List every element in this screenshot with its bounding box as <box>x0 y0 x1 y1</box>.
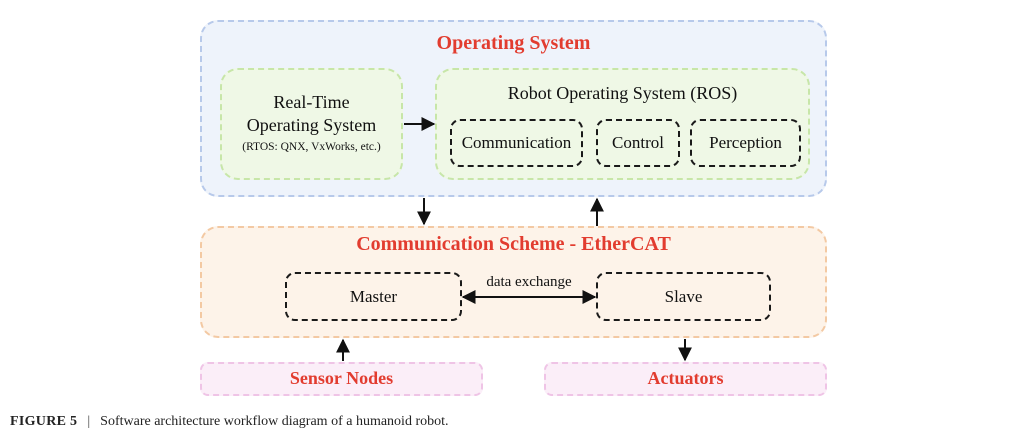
actuators-box <box>544 362 827 396</box>
caption-separator: | <box>87 414 91 429</box>
slave-node: Slave <box>596 272 771 321</box>
sensor-nodes-box <box>200 362 483 396</box>
operating-system-title: Operating System <box>436 32 591 54</box>
ros-box <box>435 68 810 180</box>
rtos-title-line1: Real-Time <box>273 92 350 112</box>
ros-module-control: Control <box>596 119 680 167</box>
rtos-subtitle: (RTOS: QNX, VxWorks, etc.) <box>242 141 381 153</box>
communication-scheme-title: Communication Scheme - EtherCAT <box>356 233 671 255</box>
flow-arrows <box>336 117 692 362</box>
ros-module-communication: Communication <box>450 119 583 167</box>
caption-text: Software architecture workflow diagram o… <box>100 414 449 429</box>
rtos-box <box>220 68 403 180</box>
sensor-nodes-label: Sensor Nodes <box>289 368 394 388</box>
figure-caption: FIGURE 5 | Software architecture workflow … <box>10 414 449 430</box>
figure-number: FIGURE 5 <box>10 414 78 429</box>
master-node: Master <box>285 272 462 321</box>
ros-title: Robot Operating System (ROS) <box>507 83 738 103</box>
architecture-diagram: Operating System Real-Time Operating Sys… <box>200 20 827 396</box>
data-exchange-label: data exchange <box>486 274 572 290</box>
actuators-label: Actuators <box>647 368 724 388</box>
rtos-title-line2: Operating System <box>246 115 377 135</box>
ros-module-perception: Perception <box>690 119 801 167</box>
